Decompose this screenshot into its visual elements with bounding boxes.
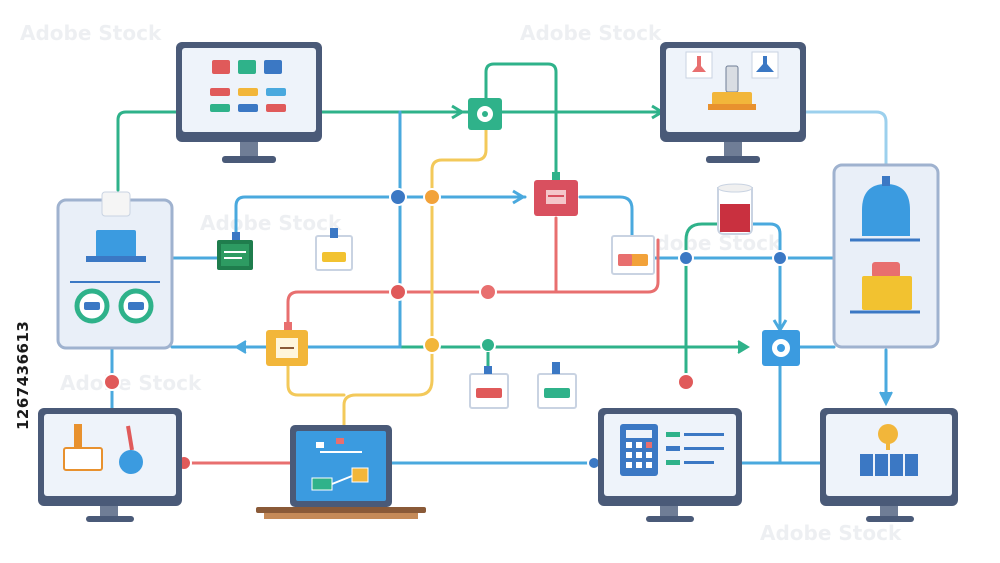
watermark-tile: Adobe Stock	[760, 521, 902, 545]
blue-line	[804, 110, 888, 167]
red-line	[286, 238, 660, 332]
junction-dot	[479, 283, 497, 301]
blue-gear-node	[762, 330, 800, 366]
fluid-container-node	[717, 183, 753, 235]
storage-tank-icon	[850, 176, 920, 314]
watermark-layer: Adobe Stock Adobe Stock Adobe Stock Adob…	[20, 21, 902, 545]
bottom-right-monitor	[820, 408, 958, 522]
junction-dot	[677, 373, 695, 391]
junction-dot	[423, 188, 441, 206]
watermark-tile: Adobe Stock	[20, 21, 162, 45]
stock-image-id: 1267436613	[14, 320, 32, 430]
junction-dot	[772, 250, 788, 266]
yellow-tag-node	[315, 228, 353, 271]
orange-gauge-node	[611, 235, 655, 275]
bottom-center-monitor	[598, 408, 742, 522]
yellow-line	[286, 363, 346, 397]
dark-green-screen-node	[217, 232, 253, 270]
arrow-head	[512, 189, 526, 205]
red-gauge-node	[469, 352, 509, 409]
arrow-head	[879, 391, 893, 407]
top-left-monitor	[176, 42, 322, 163]
blue-line	[750, 222, 782, 332]
center-laptop	[256, 425, 426, 519]
blue-line	[234, 195, 527, 242]
junction-dot	[480, 337, 496, 353]
orange-module-node	[266, 322, 308, 366]
blue-line	[778, 363, 822, 465]
junction-dot	[389, 188, 407, 206]
bottom-left-monitor	[38, 408, 182, 522]
watermark-tile: Adobe Stock	[520, 21, 662, 45]
green-line	[684, 222, 722, 382]
watermark-tile: Adobe Stock	[640, 231, 782, 255]
watermark-tile: Adobe Stock	[60, 371, 202, 395]
left-panel	[56, 191, 174, 350]
connector-lines	[110, 62, 888, 465]
junction-dot	[678, 250, 694, 266]
dashboard-grid-icon	[210, 60, 286, 112]
control-valves-icon	[70, 281, 160, 324]
workflow-icon	[311, 438, 369, 491]
watermark-tile: Adobe Stock	[200, 211, 342, 235]
arrow-head	[234, 340, 247, 354]
arrow-head	[451, 104, 465, 120]
blue-line	[578, 195, 634, 238]
junction-dot	[389, 283, 407, 301]
green-line	[116, 110, 322, 192]
lab-equipment-icon	[685, 51, 779, 110]
green-gauge-node	[537, 362, 577, 409]
data-blocks-icon	[860, 424, 918, 476]
tools-icon	[63, 424, 143, 474]
right-panel	[832, 163, 940, 349]
top-right-monitor	[660, 42, 806, 163]
red-processor-node	[534, 172, 578, 216]
calculator-report-icon	[620, 424, 724, 476]
junction-dot	[423, 336, 441, 354]
green-line	[484, 62, 558, 192]
green-hub-node	[468, 98, 502, 130]
arrow-head	[737, 340, 750, 354]
yellow-line	[342, 126, 488, 427]
junction-dot	[103, 373, 121, 391]
